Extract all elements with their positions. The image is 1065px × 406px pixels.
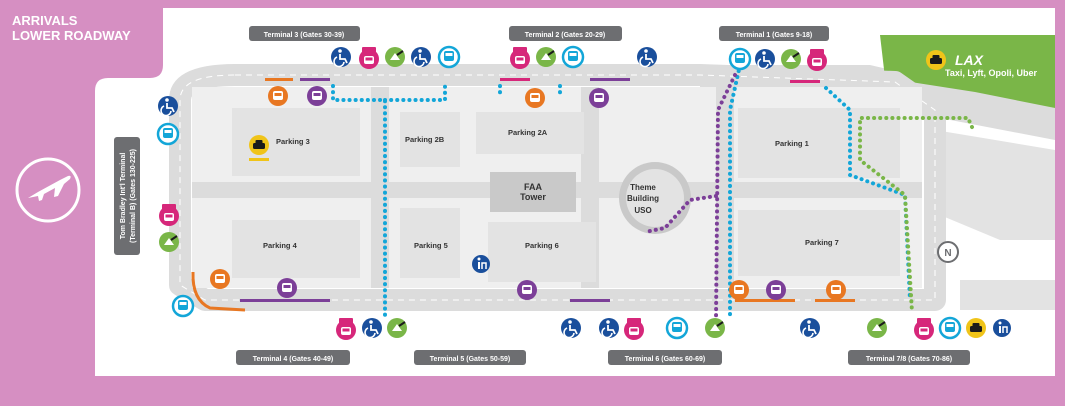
accessibility-icon [157, 95, 179, 117]
lax-it-icon [384, 46, 406, 68]
theme-label-2: Building [627, 194, 659, 203]
parking-7-label: Parking 7 [805, 238, 839, 247]
lax-shuttle-icon [624, 318, 644, 340]
parking-shuttle-icon [826, 280, 846, 300]
flyaway-bus-icon [665, 316, 689, 340]
rideshare-lot [880, 35, 1055, 108]
terminal-5-label: Terminal 5 (Gates 50-59) [430, 356, 510, 363]
accessibility-icon [410, 46, 432, 68]
shared-ride-bus-icon [766, 280, 786, 300]
tbit-label: Tom Bradley Int'l Terminal (Terminal B) … [114, 137, 140, 255]
lax-shuttle-icon [336, 318, 356, 340]
taxi-icon [249, 135, 269, 155]
parking-3-label: Parking 3 [276, 137, 310, 146]
terminal-2-label: Terminal 2 (Gates 20-29) [525, 32, 605, 39]
roadway-centerline [179, 74, 936, 301]
uso-label: USO [634, 206, 651, 215]
taxi-icon [966, 318, 986, 338]
header-line-2: LOWER ROADWAY [12, 28, 131, 43]
accessibility-icon [754, 48, 776, 70]
taxi-stop-bar [249, 158, 269, 161]
lax-shuttle-icon [159, 204, 179, 226]
parking-shuttle-icon [210, 269, 230, 289]
accessibility-icon [598, 317, 620, 339]
lax-it-icon [386, 317, 408, 339]
accessibility-icon [636, 46, 658, 68]
theme-building-inner [626, 169, 684, 227]
lax-shuttle-icon [359, 47, 379, 69]
accessibility-icon [560, 317, 582, 339]
lax-it-icon [780, 48, 802, 70]
parking-2a-label: Parking 2A [508, 128, 548, 137]
lax-it-logo: LAX [955, 52, 985, 68]
flyaway-bus-icon [728, 47, 752, 71]
lax-shuttle-icon [914, 318, 934, 340]
shared-ride-bus-icon [589, 88, 609, 108]
parking-5-label: Parking 5 [414, 241, 448, 250]
blue-path-t2 [383, 84, 562, 102]
lax-it-icon [704, 317, 726, 339]
lax-it-icon [158, 231, 180, 253]
flyaway-bus-icon [156, 122, 180, 146]
parking-6-label: Parking 6 [525, 241, 559, 250]
lax-shuttle-icon [807, 49, 827, 71]
terminal-3-label: Terminal 3 (Gates 30-39) [264, 32, 344, 39]
parking-1-label: Parking 1 [775, 139, 809, 148]
parking-4-label: Parking 4 [263, 241, 298, 250]
blue-path-t3 [331, 84, 387, 320]
flyaway-bus-icon [437, 45, 461, 69]
faa-tower-block [490, 172, 576, 212]
shared-ride-bus-icon [517, 280, 537, 300]
flyaway-bus-icon [938, 316, 962, 340]
header-line-1: ARRIVALS [12, 13, 78, 28]
purple-path-uso [643, 194, 718, 234]
airplane-icon [15, 157, 81, 223]
right-building-2 [960, 280, 1055, 310]
terminal-4-label: Terminal 4 (Gates 40-49) [253, 356, 333, 363]
taxi-icon [926, 50, 946, 70]
terminal-1-label: Terminal 1 (Gates 9-18) [736, 32, 813, 39]
flyaway-bus-icon [171, 294, 195, 318]
purple-path [714, 73, 737, 322]
stop-segments [240, 78, 855, 302]
tbit-label-2: (Terminal B) (Gates 130-225) [130, 149, 137, 243]
accessibility-icon [799, 317, 821, 339]
flyaway-bus-icon [561, 45, 585, 69]
accessibility-icon [330, 46, 352, 68]
parking-2b-label: Parking 2B [405, 135, 445, 144]
accessibility-icon [361, 317, 383, 339]
compass-letter: N [944, 248, 951, 259]
theme-label-1: Theme [630, 183, 656, 192]
terminal-78-label: Terminal 7/8 (Gates 70-86) [866, 356, 952, 363]
faa-label-1: FAA [524, 182, 543, 192]
orange-route-tbit [191, 271, 246, 312]
parking-shuttle-icon [729, 280, 749, 300]
lax-shuttle-icon [510, 47, 530, 69]
tbit-label-1: Tom Bradley Int'l Terminal [120, 153, 127, 240]
parking-blocks [232, 108, 900, 282]
parking-shuttle-icon [525, 88, 545, 108]
terminal-6-label: Terminal 6 (Gates 60-69) [625, 356, 705, 363]
parking-shuttle-icon [268, 86, 288, 106]
faa-label-2: Tower [520, 192, 546, 202]
info-icon [992, 318, 1012, 338]
right-building [935, 130, 1055, 240]
terminal-labels [236, 26, 970, 365]
rideshare-label: Taxi, Lyft, Opoli, Uber [945, 68, 1038, 78]
lax-it-icon [535, 46, 557, 68]
shared-ride-bus-icon [277, 278, 297, 298]
lax-it-icon [866, 317, 888, 339]
green-path [858, 116, 974, 314]
compass-icon: N [937, 241, 959, 263]
shared-ride-bus-icon [307, 86, 327, 106]
info-icon [471, 254, 491, 274]
